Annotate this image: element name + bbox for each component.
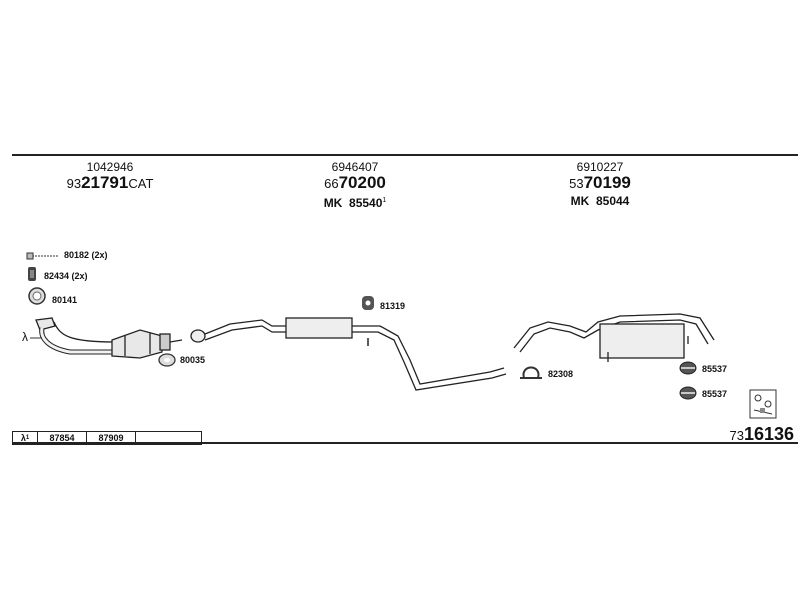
- top-divider-line: [12, 154, 798, 156]
- accessory-label-8: 85537: [702, 389, 728, 399]
- spring-clip-icon: [28, 267, 36, 281]
- rubber-mount-icon-1: [679, 361, 697, 375]
- bolt-icon: [26, 252, 58, 260]
- catalog-number: 7316136: [729, 424, 794, 445]
- accessory-label-5: 81319: [380, 301, 406, 311]
- rear-part-mk: MK 85044: [571, 194, 630, 208]
- accessory-label-7: 85537: [702, 364, 728, 374]
- bottom-divider-line: [12, 442, 798, 444]
- middle-mk-label: MK: [323, 196, 343, 210]
- accessory-label-3: 80141: [52, 295, 78, 305]
- middle-mk-sup: 1: [382, 197, 387, 204]
- middle-part-reference: 6670200: [324, 173, 386, 192]
- rubber-mount-icon-2: [679, 386, 697, 400]
- rear-mk-label: MK: [570, 194, 590, 208]
- front-part-reference: 9321791CAT: [66, 173, 154, 192]
- rear-silencer-pipe: [513, 313, 715, 362]
- rear-part-reference: 5370199: [569, 173, 631, 192]
- rubber-hanger-icon: [362, 296, 374, 346]
- rear-part-main: 70199: [583, 173, 631, 192]
- lambda-symbol: λ: [22, 330, 28, 344]
- rear-mk-number: 85044: [595, 194, 630, 208]
- rear-part-prefix: 53: [569, 176, 584, 191]
- exhaust-clamp-icon: [520, 366, 542, 379]
- bottom-bar-cell-2: 87909: [87, 432, 136, 444]
- rear-part-top-number: 6910227: [576, 160, 624, 174]
- middle-part-top-number: 6946407: [331, 160, 379, 174]
- bottom-bar-lambda-sup: 1: [25, 435, 30, 441]
- sealing-ring-icon: [158, 353, 176, 367]
- front-pipe-catalyst: [35, 317, 183, 359]
- front-part-top-number: 1042946: [86, 160, 134, 174]
- middle-part-prefix: 66: [324, 176, 339, 191]
- front-part-suffix: CAT: [128, 176, 154, 191]
- middle-part-mk: MK 855401: [324, 194, 387, 210]
- accessory-label-2: 82434 (2x): [44, 271, 88, 281]
- front-part-main: 21791: [81, 173, 129, 192]
- accessory-label-4: 80035: [180, 355, 206, 365]
- ring-gasket-icon: [28, 287, 46, 305]
- middle-mk-number: 85540: [349, 196, 383, 210]
- accessory-label-6: 82308: [548, 369, 574, 379]
- middle-part-main: 70200: [338, 173, 386, 192]
- accessory-label-1: 80182 (2x): [64, 250, 108, 260]
- catalog-prefix: 73: [729, 428, 744, 443]
- middle-silencer-pipe: [190, 317, 507, 391]
- bottom-bar-lambda: λ: [20, 433, 26, 443]
- catalog-main: 16136: [743, 424, 794, 444]
- front-part-prefix: 93: [66, 176, 82, 191]
- mounting-kit-icon: [749, 389, 777, 419]
- bottom-bar-cell-1: 87854: [38, 432, 87, 444]
